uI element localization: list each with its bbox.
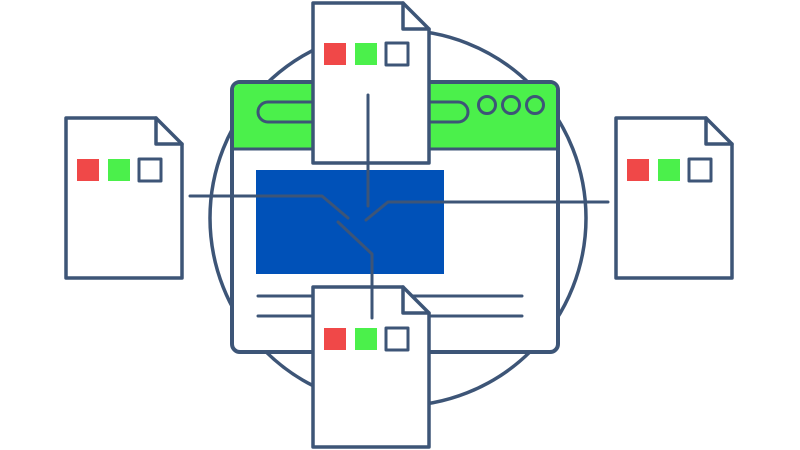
status-square-green	[355, 328, 377, 350]
status-square-green	[108, 159, 130, 181]
status-square-red	[324, 328, 346, 350]
browser-window-control-1	[477, 95, 497, 115]
status-square-red	[324, 43, 346, 65]
browser-window-control-2	[501, 95, 521, 115]
browser-content-block	[256, 170, 444, 274]
browser-window-control-3	[525, 95, 545, 115]
document-icon-top	[311, 1, 431, 165]
status-square-red	[77, 159, 99, 181]
status-square-empty	[384, 41, 410, 67]
document-icon-bottom	[311, 285, 431, 449]
status-square-empty	[687, 157, 713, 183]
connector-line-right	[364, 200, 610, 222]
status-square-red	[627, 159, 649, 181]
status-square-empty	[137, 157, 163, 183]
connector-line-left	[188, 194, 350, 220]
status-square-green	[658, 159, 680, 181]
status-square-empty	[384, 326, 410, 352]
document-icon-left	[64, 116, 184, 280]
status-square-green	[355, 43, 377, 65]
document-icon-right	[614, 116, 734, 280]
